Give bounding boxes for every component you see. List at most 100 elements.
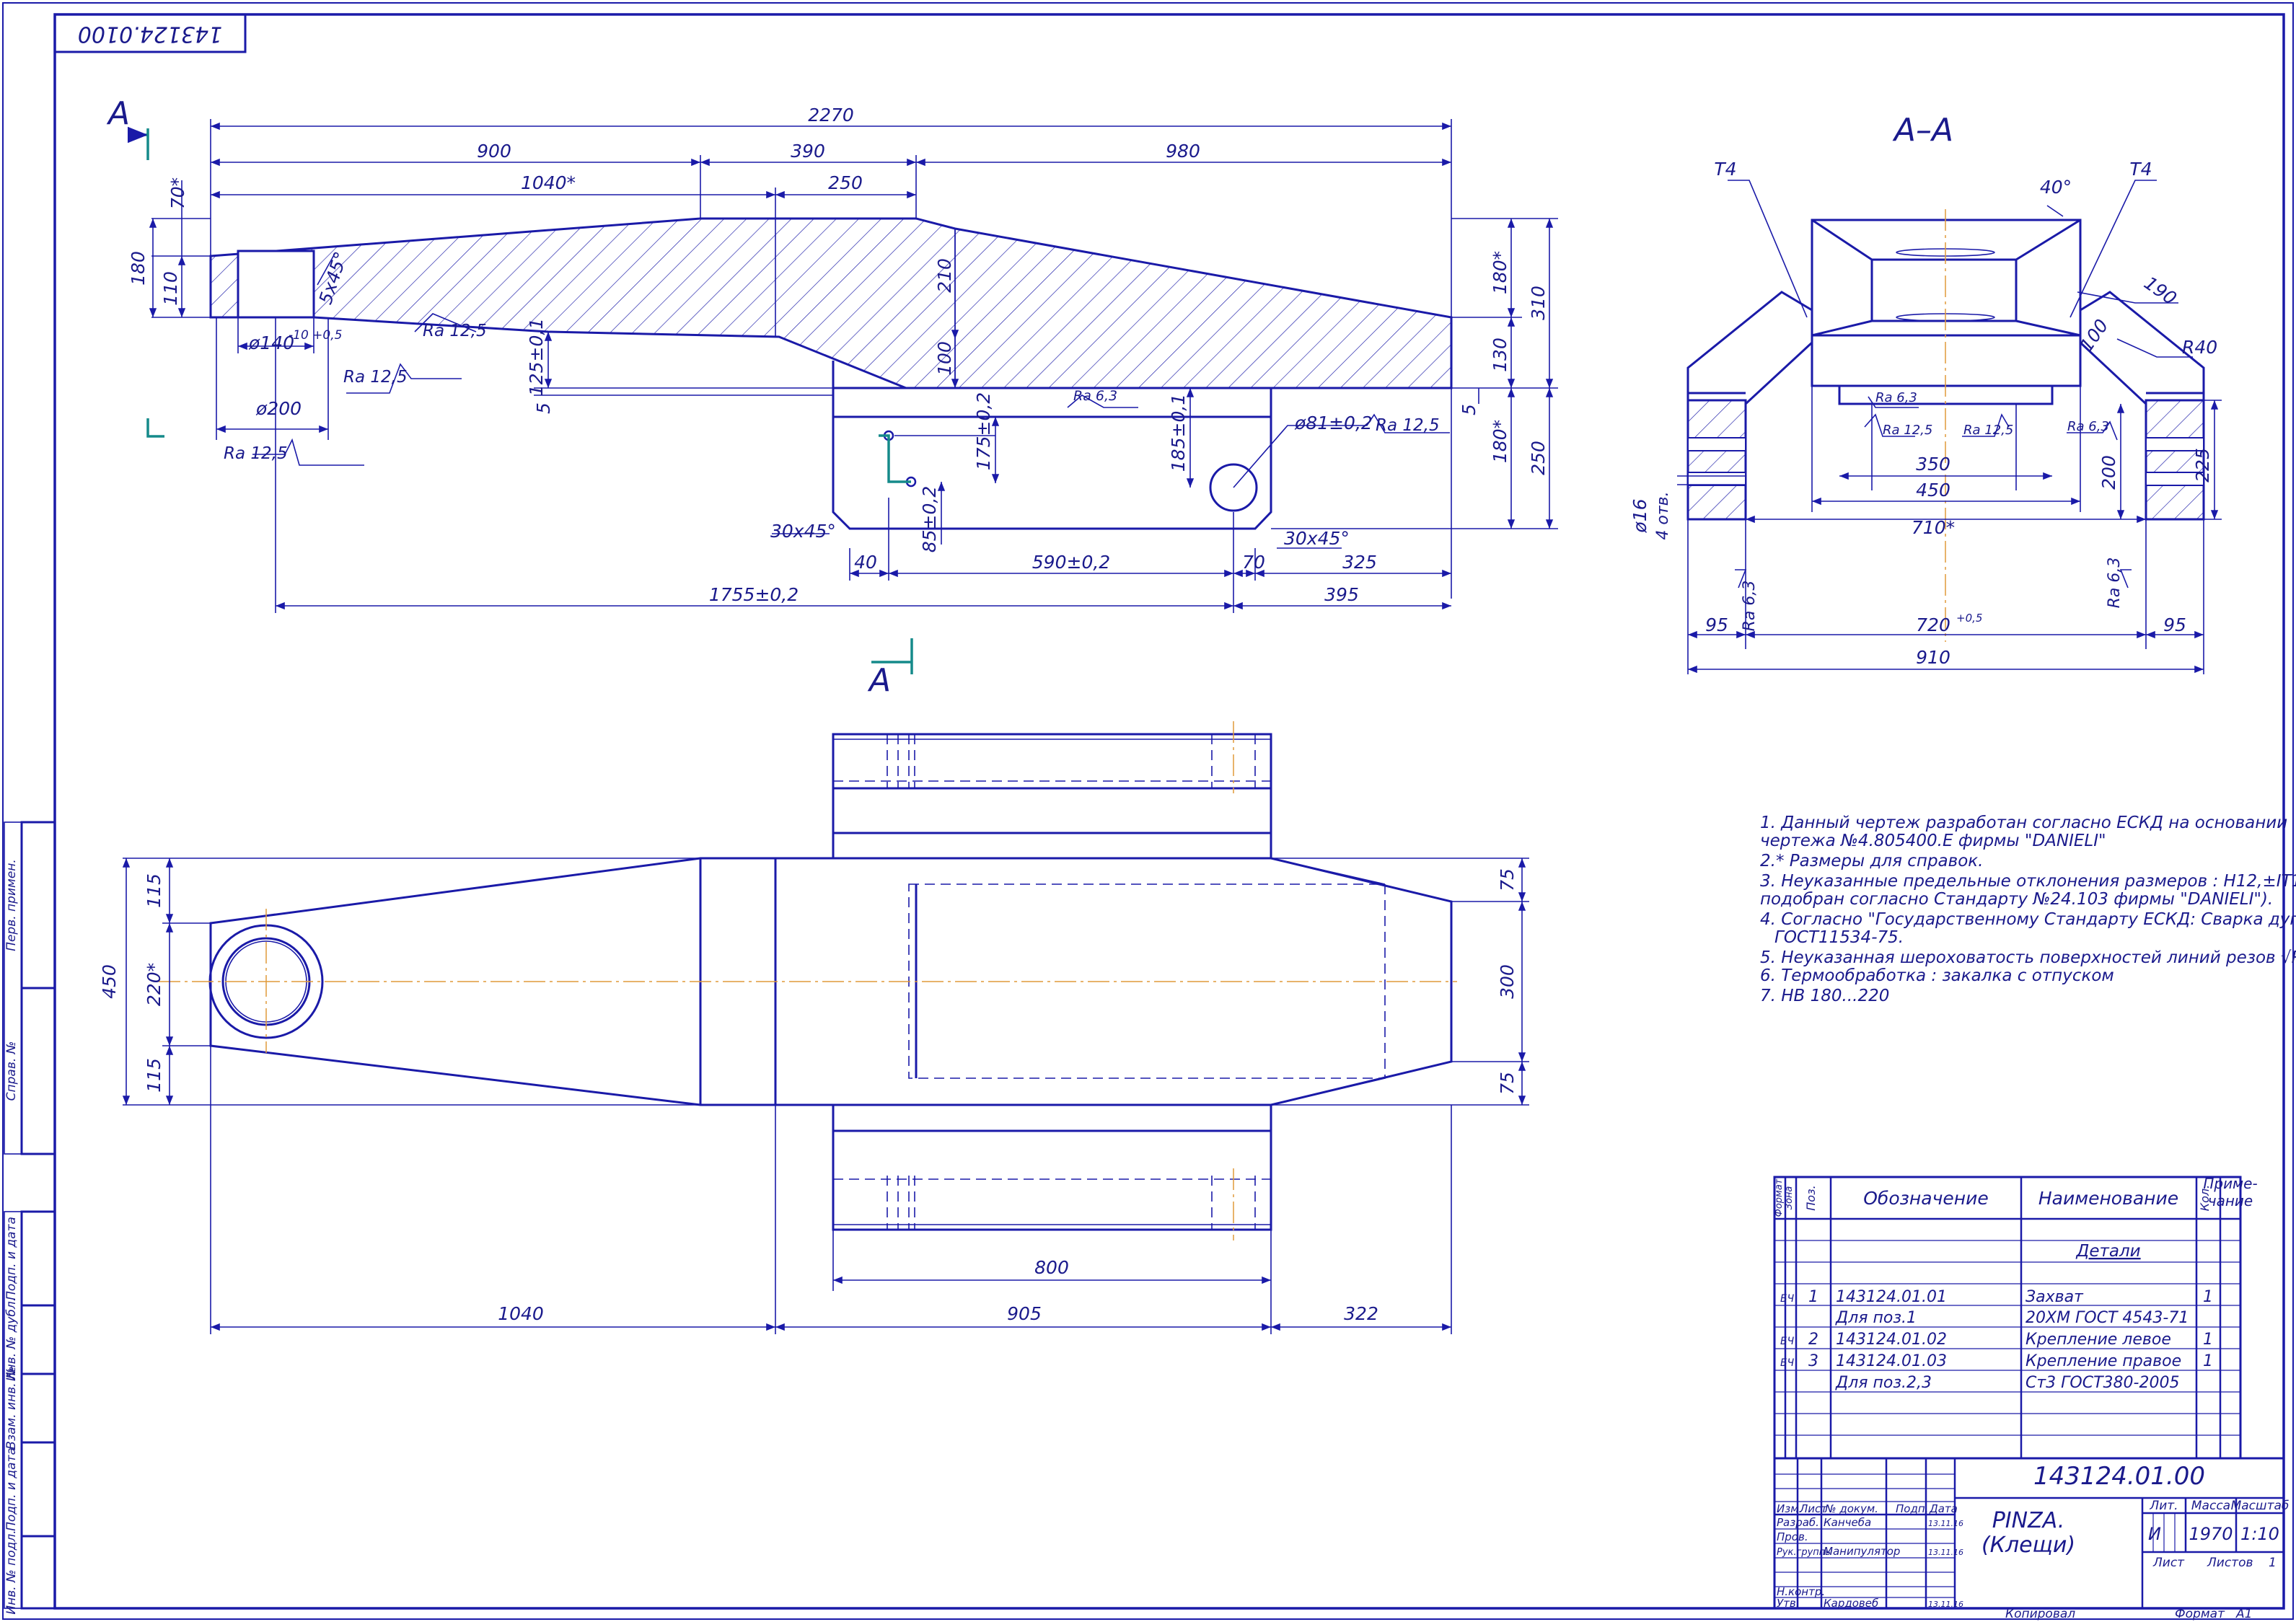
dim-110: 110 [160,271,181,306]
side-view: A A [106,95,1558,699]
note-line-7: ГОСТ11534-75. [1774,928,1904,947]
spec-table-rows: БЧ 1 143124.01.01 Захват 1 Для поз.1 20Х… [1780,1288,2213,1392]
spec-row-4-qty: 1 [2203,1352,2213,1370]
table-row: Для поз.2,3 Ст3 ГОСТ380-2005 [1835,1374,2179,1392]
plan-dim-75-top: 75 [1497,868,1518,891]
title-scale-value: 1:10 [2240,1524,2279,1544]
dim-125: 125±0,1 [526,318,547,396]
sect-dim-350: 350 [1916,454,1950,475]
spec-header-zone: Зона [1784,1186,1795,1210]
note-line-3: 2.* Размеры для справок. [1760,852,1983,870]
dim-bore-140-tolerance: -10 +0,5 [289,328,342,343]
section-mark-a-top: A [106,95,130,132]
sect-dim-200: 200 [2098,455,2119,490]
table-row: БЧ 2 143124.01.02 Крепление левое 1 [1780,1331,2213,1349]
note-line-10: 7. НВ 180...220 [1760,987,1889,1005]
dim-980: 980 [1166,141,1200,162]
spec-section-details: Детали [2075,1242,2140,1261]
sect-radius-40: R40 [2182,337,2217,358]
sect-dim-910: 910 [1916,647,1950,668]
spec-row-4-pos: 3 [1808,1352,1818,1370]
title-role-list: Лист [1799,1502,1828,1515]
technical-notes: 1. Данный чертеж разработан согласно ЕСК… [1760,814,2296,1005]
plan-dim-905: 905 [1007,1303,1042,1324]
dim-210: 210 [934,258,955,293]
note-line-2: чертежа №4.805400.E фирмы "DANIELI" [1760,832,2106,850]
plan-dim-450: 450 [99,964,120,999]
spec-row-4-designation: 143124.01.03 [1836,1352,1947,1370]
section-view-a-a: A–A [1629,112,2222,674]
person-1-role: Пров. [1777,1530,1808,1543]
dim-325: 325 [1342,552,1377,573]
spec-row-5-designation: Для поз.2,3 [1835,1374,1932,1392]
left-side-stamps: Перв. примен. Справ. № Подп. и дата Инв.… [4,821,56,1615]
side-stamp-0: Перв. примен. [4,859,19,951]
sect-holes-count: 4 отв. [1654,491,1672,539]
note-line-9: 6. Термообработка : закалка с отпуском [1760,966,2114,985]
title-role-date: Дата [1929,1502,1958,1515]
title-sheets-value: 1 [2269,1556,2277,1570]
dim-100: 100 [934,341,955,376]
sect-angle-40: 40° [2040,177,2072,198]
sect-weld-t4-left: T4 [1714,159,1736,180]
dim-5-right: 5 [1459,404,1479,415]
note-line-8: 5. Неуказанная шероховатость поверхносте… [1760,948,2296,967]
table-row: БЧ 3 143124.01.03 Крепление правое 1 [1780,1352,2213,1370]
spec-row-3-designation: 143124.01.02 [1836,1331,1947,1349]
side-stamp-1: Справ. № [4,1041,19,1101]
title-role-doc: № докум. [1824,1502,1878,1515]
spec-row-2-designation: Для поз.1 [1835,1309,1917,1327]
spec-row-4-format: БЧ [1780,1357,1795,1369]
spec-row-3-format: БЧ [1780,1336,1795,1347]
spec-row-2-name: 20ХМ ГОСТ 4543-71 [2026,1309,2189,1327]
dim-1755: 1755±0,2 [709,584,799,605]
plan-view: 450 115 220* 115 75 300 75 800 1040 905 … [99,721,1529,1334]
sect-roughness-ra-6-3-d: Ra 6,3 [2106,557,2124,609]
plan-dimension-labels: 450 115 220* 115 75 300 75 800 1040 905 … [99,868,1518,1324]
spec-header-qty: Кол. [2198,1185,2212,1211]
dim-5-left: 5 [533,402,554,414]
table-row: БЧ 1 143124.01.01 Захват 1 [1780,1288,2213,1306]
title-copied-label: Копировал [2005,1607,2075,1621]
spec-header-designation: Обозначение [1863,1188,1988,1209]
dim-85: 85±0,2 [919,486,940,553]
sect-dim-710: 710* [1912,517,1955,538]
dim-70-bottom: 70 [1242,552,1265,573]
dim-395: 395 [1324,584,1359,605]
dim-hole-81: ø81±0,2 [1294,413,1373,433]
spec-row-5-name: Ст3 ГОСТ380-2005 [2026,1374,2179,1392]
title-format-label: Формат [2175,1607,2225,1621]
sect-dim-450: 450 [1916,480,1950,501]
dim-chamfer-30x45-left: 30x45° [770,521,836,542]
spec-row-3-name: Крепление левое [2026,1331,2171,1349]
dim-590: 590±0,2 [1032,552,1110,573]
plan-dim-300: 300 [1497,964,1518,999]
spec-header-note-2: чание [2208,1192,2253,1209]
dim-180-left: 180 [128,251,149,286]
spec-header-format: Формат [1774,1178,1785,1217]
plan-dim-220-ref: 220* [144,963,164,1006]
spec-row-3-qty: 1 [2203,1331,2213,1349]
title-scale-label: Масштаб [2231,1499,2290,1513]
title-lit-value: И [2148,1524,2161,1544]
dim-2270: 2270 [808,105,854,125]
person-0-name: Канчеба [1824,1516,1871,1529]
note-line-6: 4. Согласно "Государственному Стандарту … [1760,910,2296,929]
sect-dim-95-left: 95 [1705,614,1728,635]
person-5-name: Кардовеб [1824,1597,1878,1610]
title-name-line1: PINZA. [1992,1508,2065,1533]
table-row: Для поз.1 20ХМ ГОСТ 4543-71 [1835,1309,2189,1327]
person-0-role: Разраб. [1777,1516,1819,1529]
sect-roughness-ra-6-3-a: Ra 6,3 [1875,390,1917,405]
plan-dim-322: 322 [1344,1303,1378,1324]
side-view-hole-81 [1209,463,1258,512]
dim-chamfer-30x45-right: 30x45° [1284,528,1350,549]
section-title: A–A [1892,112,1953,149]
plan-dim-115-bottom: 115 [144,1058,164,1093]
title-role-sign: Подп. [1896,1502,1928,1515]
roughness-ra-12-5-c: Ra 12,5 [224,444,288,463]
side-stamp-5: Подп. и дата [4,1447,19,1531]
roughness-ra-12-5-b: Ra 12,5 [343,368,408,387]
side-view-bore [237,250,315,319]
